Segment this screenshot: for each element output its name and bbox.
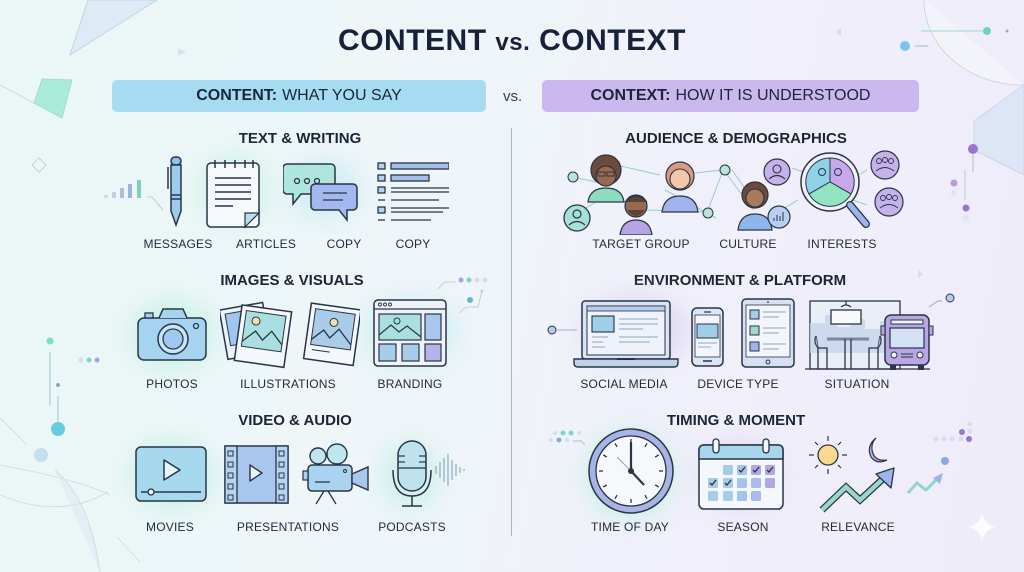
- photo-stack-icon: [220, 301, 360, 369]
- content-header-pill: CONTENT: WHAT YOU SAY: [112, 80, 486, 112]
- section-title-images-visuals: IMAGES & VISUALS: [220, 272, 364, 289]
- item-label: MESSAGES: [143, 237, 213, 251]
- context-header-pill: CONTEXT: HOW IT IS UNDERSTOOD: [542, 80, 919, 112]
- column-divider: [511, 128, 512, 536]
- item-label: CULTURE: [719, 237, 777, 251]
- item-label: PODCASTS: [378, 520, 446, 534]
- section-title-video-audio: VIDEO & AUDIO: [238, 412, 352, 429]
- item-label: ARTICLES: [235, 237, 297, 251]
- chat-bubbles-icon: [283, 163, 358, 223]
- context-pill-text: HOW IT IS UNDERSTOOD: [675, 87, 871, 104]
- title-vs: vs.: [495, 29, 531, 56]
- section-title-timing: TIMING & MOMENT: [666, 412, 806, 429]
- item-label: SEASON: [717, 520, 769, 534]
- item-label: PRESENTATIONS: [236, 520, 340, 534]
- item-label: DEVICE TYPE: [697, 377, 779, 391]
- browser-layout-icon: [373, 299, 447, 367]
- title-context: CONTEXT: [539, 24, 686, 57]
- content-pill-bold: CONTENT:: [196, 87, 278, 104]
- item-label: MOVIES: [146, 520, 194, 534]
- notepad-icon: [206, 160, 261, 229]
- item-label: TARGET GROUP: [592, 237, 690, 251]
- list-icon: [377, 162, 449, 221]
- content-pill-text: WHAT YOU SAY: [282, 87, 402, 104]
- phone-tablet-icon: [691, 298, 795, 368]
- microphone-icon: [392, 440, 465, 507]
- item-label: BRANDING: [377, 377, 443, 391]
- item-label: PHOTOS: [146, 377, 198, 391]
- sun-moon-trend-icon: [809, 436, 895, 513]
- video-player-icon: [135, 446, 207, 502]
- cafe-bus-icon: [805, 293, 955, 370]
- page-title: CONTENT vs. CONTEXT: [0, 24, 1024, 58]
- item-label: SOCIAL MEDIA: [580, 377, 668, 391]
- title-content: CONTENT: [338, 24, 487, 57]
- section-title-text-writing: TEXT & WRITING: [238, 130, 362, 147]
- item-label: COPY: [395, 237, 431, 251]
- people-network-icon: [563, 150, 904, 235]
- item-label: INTERESTS: [807, 237, 877, 251]
- section-title-environment: ENVIRONMENT & PLATFORM: [633, 272, 847, 289]
- item-label: SITUATION: [824, 377, 890, 391]
- header-vs-label: vs.: [503, 88, 523, 105]
- laptop-icon: [547, 300, 679, 368]
- section-title-audience: AUDIENCE & DEMOGRAPHICS: [625, 130, 847, 147]
- calendar-icon: [698, 438, 784, 510]
- item-label: COPY: [326, 237, 362, 251]
- film-camera-icon: [224, 443, 369, 505]
- pen-icon: [167, 156, 182, 228]
- item-label: RELEVANCE: [821, 520, 895, 534]
- item-label: ILLUSTRATIONS: [240, 377, 336, 391]
- item-label: TIME OF DAY: [591, 520, 669, 534]
- context-pill-bold: CONTEXT:: [590, 87, 671, 104]
- camera-icon: [137, 308, 207, 361]
- clock-icon: [588, 428, 674, 514]
